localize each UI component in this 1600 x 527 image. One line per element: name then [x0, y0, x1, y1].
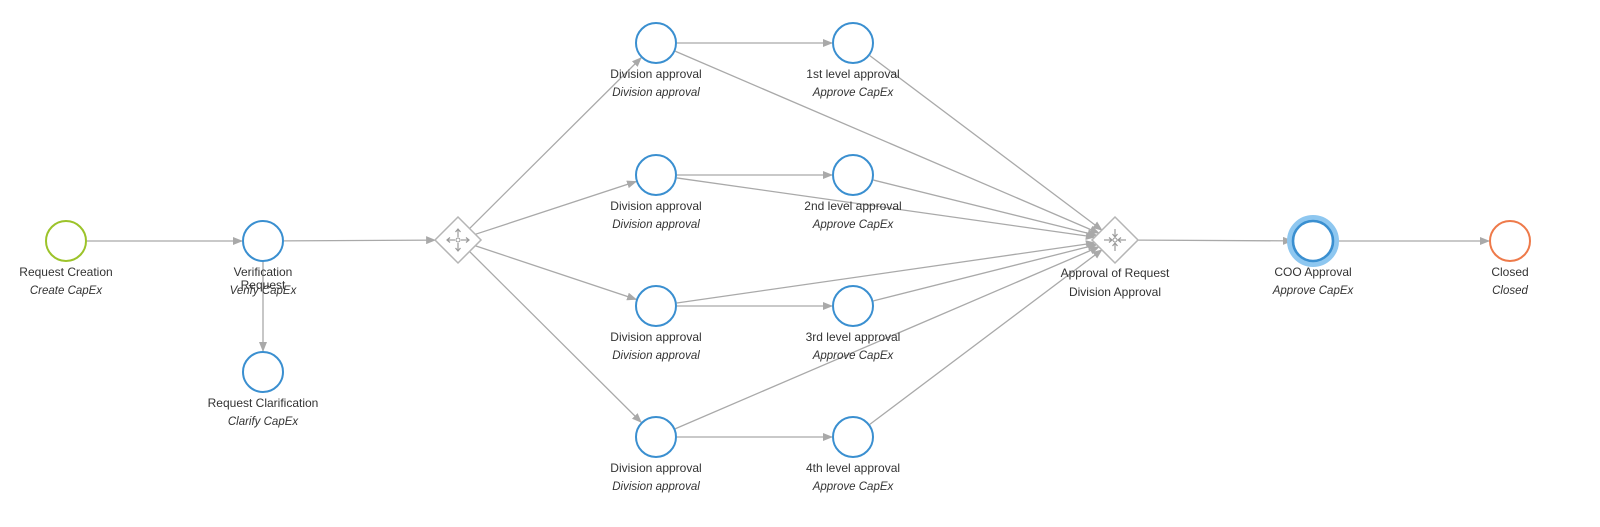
node-sublabel: Approve CapEx — [812, 219, 895, 231]
task-icon — [832, 154, 874, 196]
node-label: Request Clarification — [208, 396, 319, 410]
closed-node[interactable] — [1489, 220, 1531, 262]
coo-approval-node[interactable] — [1287, 215, 1339, 267]
node-label-line-2: Request — [241, 278, 286, 292]
sequence-flow-level4_approval-to-join_gateway[interactable] — [869, 249, 1103, 425]
node-sublabel: Division approval — [612, 87, 700, 99]
node-sublabel: Create CapEx — [30, 285, 103, 297]
level1-approval-node[interactable] — [832, 22, 874, 64]
node-sublabel: Approve CapEx — [812, 350, 895, 362]
sequence-flow-verification-to-split_gateway[interactable] — [283, 236, 437, 245]
node-sublabel: Approve CapEx — [812, 481, 895, 493]
verification-node[interactable] — [242, 220, 284, 262]
node-label: Division approval — [610, 67, 701, 81]
node-label-line-2: Division Approval — [1069, 285, 1161, 299]
sequence-flow-split_gateway-to-div_approval_1[interactable] — [469, 57, 642, 229]
task-icon — [832, 416, 874, 458]
node-label: Verification — [234, 265, 293, 279]
level3-approval-node[interactable] — [832, 285, 874, 327]
node-label: 2nd level approval — [804, 199, 901, 213]
task-icon — [832, 285, 874, 327]
task-icon — [635, 154, 677, 196]
join-gateway-node[interactable] — [1090, 215, 1140, 265]
task-icon — [635, 22, 677, 64]
node-sublabel: Clarify CapEx — [228, 416, 300, 428]
sequence-flow-div_approval_3-to-join_gateway[interactable] — [676, 240, 1096, 304]
nodes-layer — [45, 22, 1531, 458]
task-icon — [242, 351, 284, 393]
task-icon — [832, 22, 874, 64]
edges-layer — [87, 39, 1490, 441]
node-label: 1st level approval — [806, 67, 899, 81]
node-sublabel: Division approval — [612, 350, 700, 362]
node-sublabel: Closed — [1492, 285, 1528, 297]
node-label: Approval of Request — [1061, 266, 1170, 280]
task-icon — [242, 220, 284, 262]
node-label: COO Approval — [1274, 265, 1351, 279]
node-label: 3rd level approval — [806, 330, 901, 344]
level4-approval-node[interactable] — [832, 416, 874, 458]
node-sublabel: Approve CapEx — [812, 87, 895, 99]
sequence-flow-div_approval_1-to-join_gateway[interactable] — [675, 50, 1100, 234]
request-clarification-node[interactable] — [242, 351, 284, 393]
div-approval-2-node[interactable] — [635, 154, 677, 196]
sequence-flow-split_gateway-to-div_approval_3[interactable] — [475, 245, 638, 301]
selection-halo — [1287, 215, 1339, 267]
sequence-flow-level3_approval-to-join_gateway[interactable] — [873, 242, 1098, 302]
gateway-arrows-icon — [1104, 229, 1126, 251]
sequence-flow-div_approval_2-to-join_gateway[interactable] — [676, 177, 1096, 240]
node-label: Closed — [1491, 265, 1528, 279]
task-icon — [635, 285, 677, 327]
node-sublabel: Division approval — [612, 481, 700, 493]
div-approval-1-node[interactable] — [635, 22, 677, 64]
task-icon — [635, 416, 677, 458]
task-icon — [1291, 219, 1335, 263]
node-label: Division approval — [610, 461, 701, 475]
sequence-flow-split_gateway-to-div_approval_4[interactable] — [469, 251, 642, 423]
node-sublabel: Verify CapEx — [230, 285, 298, 297]
node-label: Division approval — [610, 330, 701, 344]
split-gateway-node[interactable] — [433, 215, 483, 265]
request-creation-node[interactable] — [45, 220, 87, 262]
sequence-flow-join_gateway-to-coo_approval[interactable] — [1137, 236, 1294, 245]
end-event-icon — [1489, 220, 1531, 262]
node-sublabel: Approve CapEx — [1272, 285, 1355, 297]
div-approval-3-node[interactable] — [635, 285, 677, 327]
gateway-arrows-icon — [446, 228, 470, 252]
node-label: Request Creation — [19, 265, 112, 279]
start-event-icon — [45, 220, 87, 262]
sequence-flow-div_approval_4-to-join_gateway[interactable] — [675, 246, 1100, 430]
node-label: Division approval — [610, 199, 701, 213]
sequence-flow-level1_approval-to-join_gateway[interactable] — [869, 55, 1103, 231]
node-sublabel: Division approval — [612, 219, 700, 231]
sequence-flow-level2_approval-to-join_gateway[interactable] — [873, 179, 1098, 238]
level2-approval-node[interactable] — [832, 154, 874, 196]
div-approval-4-node[interactable] — [635, 416, 677, 458]
sequence-flow-split_gateway-to-div_approval_2[interactable] — [475, 180, 637, 235]
node-label: 4th level approval — [806, 461, 900, 475]
